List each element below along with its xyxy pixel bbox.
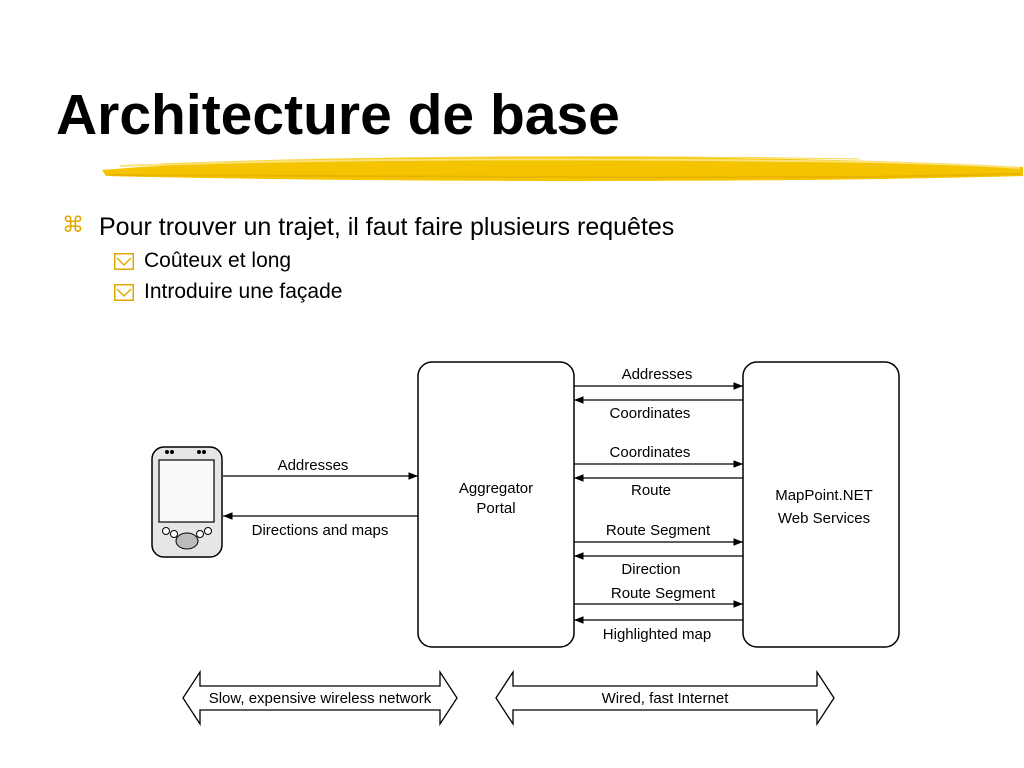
wired-network-label: Wired, fast Internet (602, 690, 730, 707)
client-response-label: Directions and maps (252, 522, 389, 539)
aggregator-portal-box (417, 361, 575, 648)
sub-bullet-text: Introduire une façade (144, 280, 343, 303)
aggregator-label-line1: Aggregator (459, 480, 533, 497)
service-label-addresses: Addresses (622, 366, 693, 383)
mappoint-label-line1: MapPoint.NET (775, 487, 873, 504)
service-label-coordinates-out: Coordinates (610, 444, 691, 461)
sub-bullet-text: Coûteux et long (144, 249, 292, 272)
service-label-highlighted-map: Highlighted map (603, 626, 711, 643)
service-label-direction: Direction (621, 561, 680, 578)
wired-network-arrow (495, 669, 835, 727)
wireless-network-arrow (182, 669, 458, 727)
pda-device-icon (151, 446, 223, 558)
service-label-coordinates-in: Coordinates (610, 405, 691, 422)
title-underline-brushstroke (102, 156, 1023, 181)
slide-title: Architecture de base (56, 83, 620, 147)
command-key-icon: ⌘ (62, 212, 84, 237)
service-label-route-segment-2: Route Segment (611, 585, 716, 602)
service-label-route-segment-1: Route Segment (606, 522, 711, 539)
mappoint-web-services-box (742, 361, 900, 648)
checkbox-icon (114, 253, 134, 270)
aggregator-label-line2: Portal (476, 500, 515, 517)
checkbox-icon (114, 284, 134, 301)
mappoint-label-line2: Web Services (778, 510, 870, 527)
service-label-route: Route (631, 482, 671, 499)
wireless-network-label: Slow, expensive wireless network (209, 690, 432, 707)
bullet-text: Pour trouver un trajet, il faut faire pl… (99, 213, 675, 241)
client-request-label: Addresses (278, 457, 349, 474)
